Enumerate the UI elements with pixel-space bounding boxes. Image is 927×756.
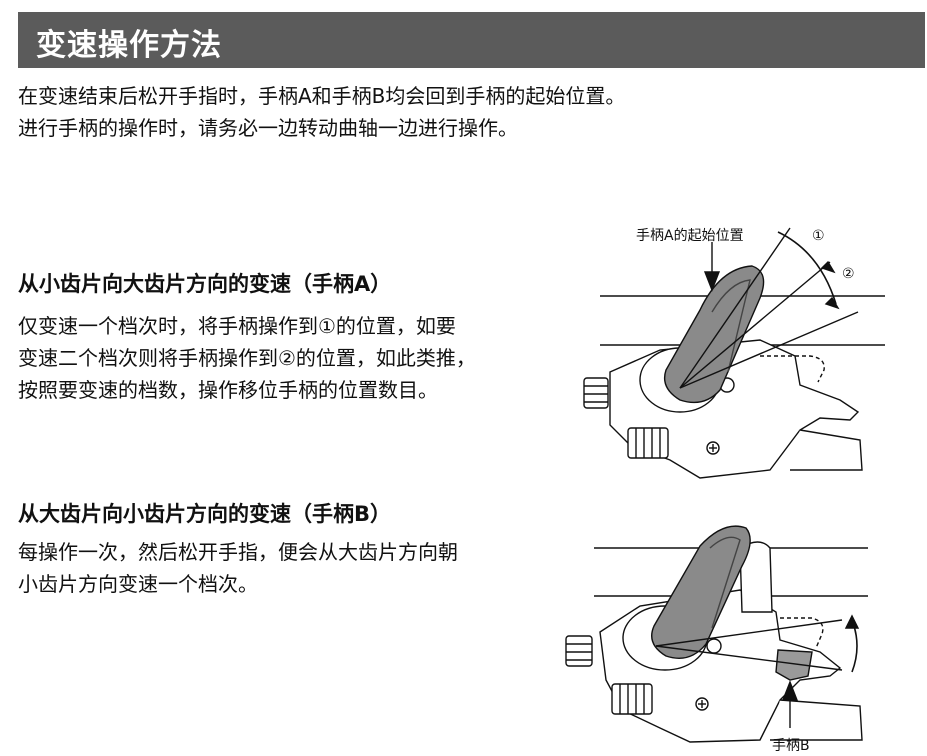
intro-text: 在变速结束后松开手指时，手柄A和手柄B均会回到手柄的起始位置。 进行手柄的操作时…: [18, 80, 625, 144]
intro-line: 进行手柄的操作时，请务必一边转动曲轴一边进行操作。: [18, 116, 518, 140]
section-b-body: 每操作一次，然后松开手指，便会从大齿片方向朝 小齿片方向变速一个档次。: [18, 536, 458, 600]
intro-line: 在变速结束后松开手指时，手柄A和手柄B均会回到手柄的起始位置。: [18, 84, 626, 108]
figure-b-drawing: [565, 525, 868, 743]
section-a-line: 仅变速一个档次时，将手柄操作到①的位置，如要: [18, 314, 456, 338]
section-a-body: 仅变速一个档次时，将手柄操作到①的位置，如要 变速二个档次则将手柄操作到②的位置…: [18, 310, 476, 406]
section-b-heading: 从大齿片向小齿片方向的变速（手柄B）: [18, 502, 392, 526]
section-a-line: 变速二个档次则将手柄操作到②的位置，如此类推，: [18, 346, 476, 370]
section-a-heading: 从小齿片向大齿片方向的变速（手柄A）: [18, 272, 392, 296]
title-bar: 变速操作方法: [18, 12, 925, 68]
label-lever-a-start: 手柄A的起始位置: [636, 228, 744, 244]
figure-a-drawing: [583, 227, 885, 479]
label-position-1: ①: [812, 228, 825, 244]
section-a-line: 按照要变速的档数，操作移位手柄的位置数目。: [18, 378, 438, 402]
section-b-line: 每操作一次，然后松开手指，便会从大齿片方向朝: [18, 540, 458, 564]
label-lever-b: 手柄B: [772, 738, 810, 754]
page-title: 变速操作方法: [36, 28, 222, 63]
label-position-2: ②: [842, 266, 855, 282]
section-b-line: 小齿片方向变速一个档次。: [18, 572, 258, 596]
